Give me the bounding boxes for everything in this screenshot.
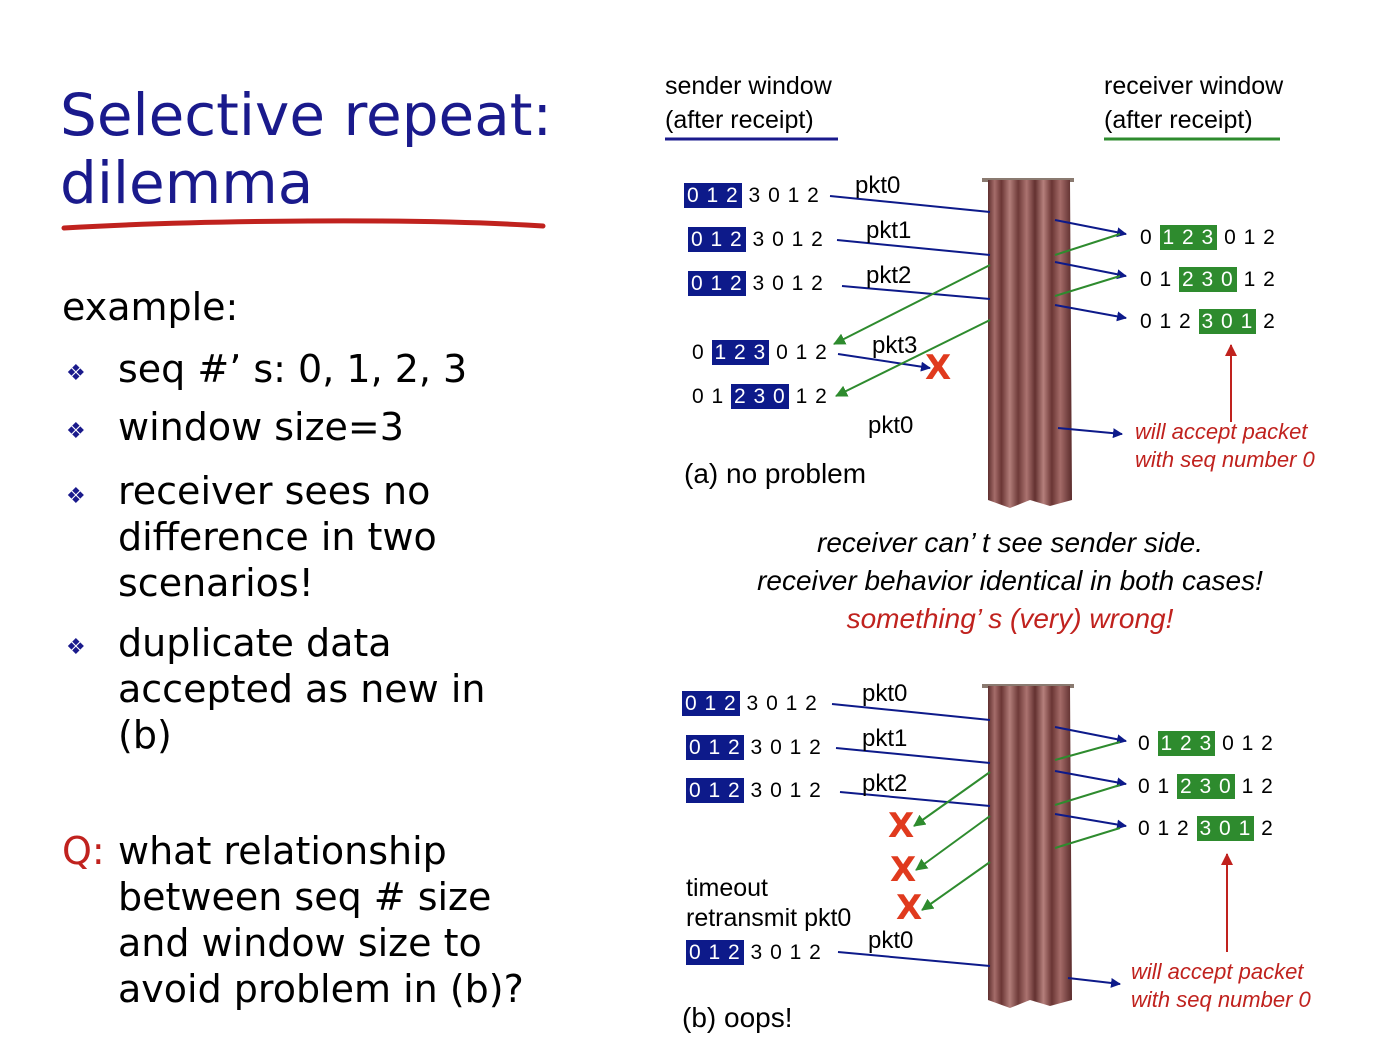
caption-a: (a) no problem (684, 458, 867, 489)
example-label: example: (62, 285, 239, 329)
pkt-label-a0: pkt0 (855, 172, 901, 199)
middle-line1: receiver can’ t see sender side. (817, 527, 1203, 558)
q-label: Q: (62, 829, 105, 873)
sender-window-a4: 0 1 2 3 0 1 2 (692, 340, 828, 365)
loss-x-icon: X (896, 888, 923, 928)
pkt-label-a3: pkt3 (872, 332, 918, 359)
pkt-label-b1: pkt1 (862, 725, 908, 752)
slide-title-line1: Selective repeat: (60, 81, 553, 149)
bullet-diamond-icon: ❖ (66, 483, 86, 508)
middle-line3: something’ s (very) wrong! (846, 603, 1174, 634)
sender-window-a2: 0 1 2 3 0 1 2 (688, 227, 824, 252)
bullet-diamond-icon: ❖ (66, 634, 86, 659)
sender-window-b4: 0 1 2 3 0 1 2 (686, 940, 822, 965)
receiver-window-a1: 0 1 2 3 0 1 2 (1140, 225, 1276, 250)
receiver-window-a3: 0 1 2 3 0 1 2 (1140, 309, 1276, 334)
receiver-window-b2: 0 1 2 3 0 1 2 (1138, 774, 1274, 799)
accept-note-b-line1: will accept packet (1131, 959, 1304, 984)
curtain-b (982, 684, 1074, 1008)
scenario-a-green-arrows (833, 233, 1121, 397)
q-line-4: avoid problem in (b)? (118, 967, 524, 1011)
loss-x-icon: X (925, 348, 952, 388)
bullet-no-difference: receiver sees no difference in two scena… (118, 469, 437, 605)
bullet-diamond-icon: ❖ (66, 360, 86, 385)
sender-window-b1: 0 1 2 3 0 1 2 (682, 691, 818, 716)
scenario-a-blue-arrows (829, 195, 1127, 439)
pkt-label-b2: pkt2 (862, 770, 908, 797)
scenario-b-green-arrows (913, 741, 1121, 911)
receiver-window-a2: 0 1 2 3 0 1 2 (1140, 267, 1276, 292)
q-line-1: what relationship (118, 829, 447, 873)
receiver-header-line1: receiver window (1104, 72, 1284, 100)
scenario-b-blue-arrows (831, 703, 1127, 988)
pkt-label-a1: pkt1 (866, 217, 912, 244)
slide-title-line2: dilemma (60, 149, 314, 217)
q-line-2: between seq # size (118, 875, 492, 919)
receiver-window-b1: 0 1 2 3 0 1 2 (1138, 731, 1274, 756)
middle-line2: receiver behavior identical in both case… (757, 565, 1263, 596)
caption-b: (b) oops! (682, 1002, 793, 1033)
pkt-label-a2: pkt2 (866, 262, 912, 289)
bullet-seq: seq #’ s: 0, 1, 2, 3 (118, 347, 468, 391)
loss-x-icon: X (888, 806, 915, 846)
accept-note-b-line2: with seq number 0 (1131, 987, 1311, 1012)
curtain-a (982, 178, 1074, 508)
pkt-label-a4: pkt0 (868, 412, 914, 439)
receiver-window-b3: 0 1 2 3 0 1 2 (1138, 816, 1274, 841)
sender-window-a3: 0 1 2 3 0 1 2 (688, 271, 824, 296)
sender-header-line2: (after receipt) (665, 106, 814, 134)
sender-header-line1: sender window (665, 72, 832, 100)
q-line-3: and window size to (118, 921, 482, 965)
pkt-label-b0: pkt0 (862, 680, 908, 707)
title-underline (61, 218, 546, 231)
bullet-window: window size=3 (118, 405, 404, 449)
receiver-header-line2: (after receipt) (1104, 106, 1253, 134)
accept-note-a-line2: with seq number 0 (1135, 447, 1315, 472)
sender-window-b3: 0 1 2 3 0 1 2 (686, 778, 822, 803)
sender-window-a5: 0 1 2 3 0 1 2 (692, 384, 828, 409)
sender-window-a1: 0 1 2 3 0 1 2 (684, 183, 820, 208)
bullet-diamond-icon: ❖ (66, 418, 86, 443)
bullet-duplicate: duplicate data accepted as new in (b) (118, 621, 486, 757)
sender-window-b2: 0 1 2 3 0 1 2 (686, 735, 822, 760)
loss-x-icon: X (890, 850, 917, 890)
pkt-label-b3: pkt0 (868, 927, 914, 954)
timeout-label: timeout (686, 874, 768, 902)
retransmit-label: retransmit pkt0 (686, 904, 852, 932)
accept-note-a-line1: will accept packet (1135, 419, 1308, 444)
